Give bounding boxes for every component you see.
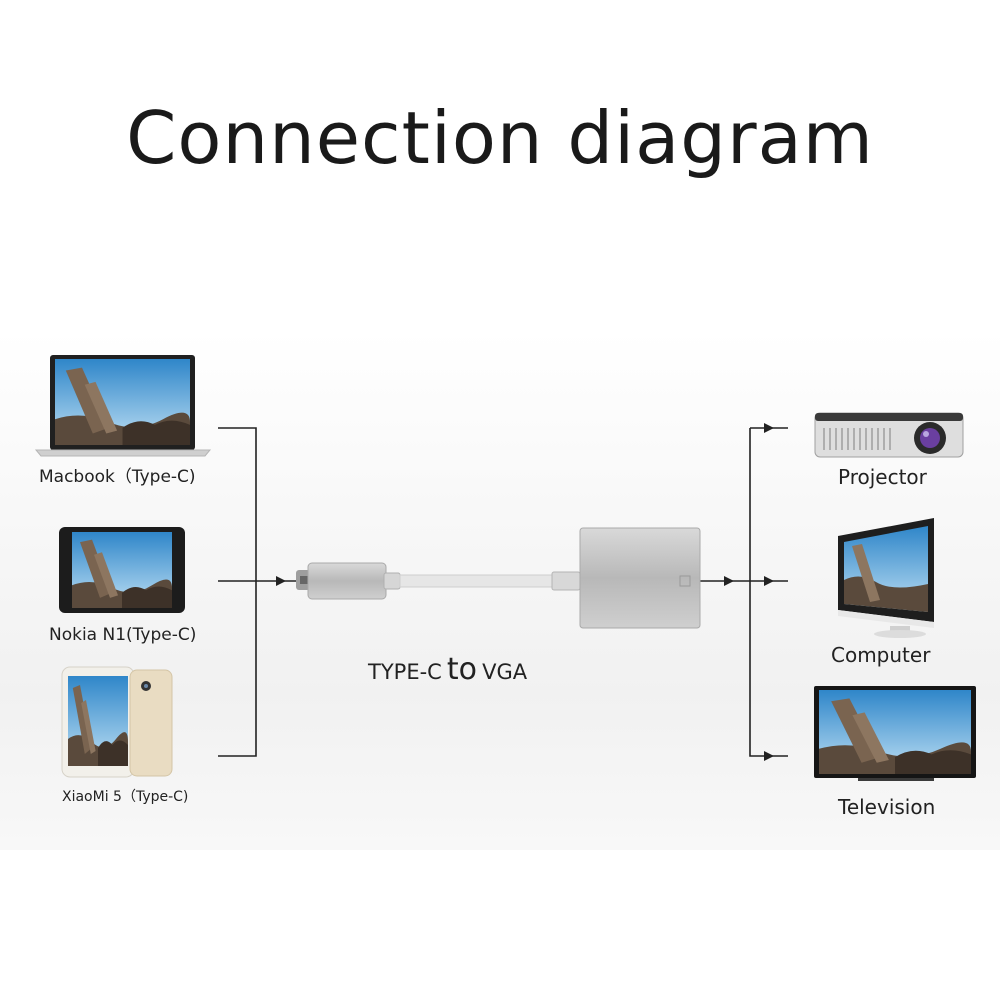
- laptop-icon: [34, 355, 212, 457]
- right-bracket: [700, 423, 788, 761]
- source-label-macbook: Macbook（Type-C): [39, 467, 196, 487]
- phone-icon: [61, 666, 173, 778]
- page-title: Connection diagram: [126, 96, 874, 180]
- left-bracket: [218, 427, 296, 757]
- tablet-icon: [59, 527, 185, 613]
- target-label-projector: Projector: [838, 465, 927, 489]
- adapter-label-from: TYPE-C: [368, 660, 442, 684]
- television-icon: [814, 686, 976, 781]
- source-label-xiaomi: XiaoMi 5（Type-C): [62, 789, 189, 805]
- source-label-nokia: Nokia N1(Type-C): [49, 625, 197, 645]
- projector-icon: [814, 412, 964, 458]
- target-label-television: Television: [838, 795, 936, 819]
- adapter-label-vga: VGA: [482, 660, 528, 684]
- type-c-to-vga-adapter-icon: [296, 527, 701, 629]
- monitor-icon: [838, 518, 934, 638]
- adapter-label: TYPE-C to VGA: [368, 652, 527, 687]
- target-label-computer: Computer: [831, 643, 931, 667]
- adapter-label-to: to: [446, 652, 478, 687]
